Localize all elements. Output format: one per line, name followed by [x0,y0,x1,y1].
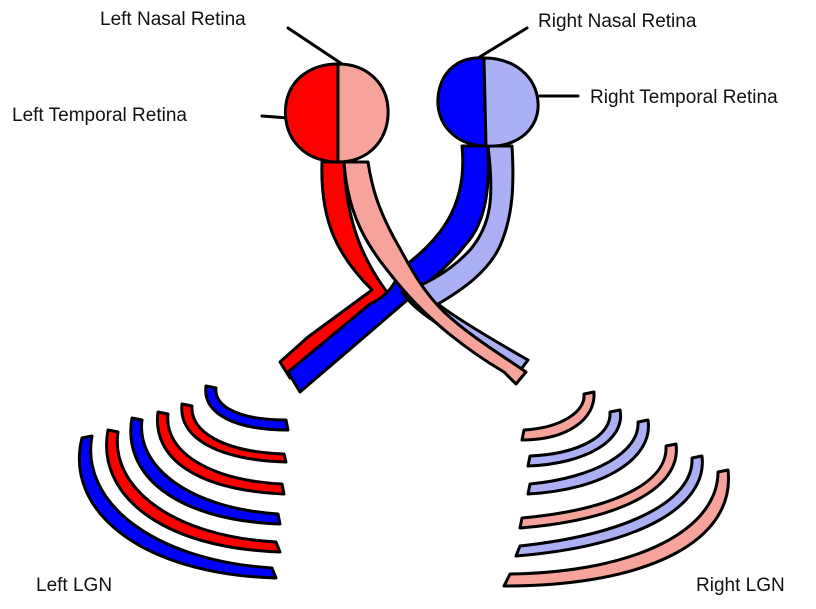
left-temporal-retina-half [285,64,338,162]
right-lgn [504,392,729,586]
right-lgn-layer-6 [522,392,594,440]
right-nasal-retina-label: Right Nasal Retina [538,12,696,31]
left-lgn-layer-6 [206,386,288,430]
left-nasal-leader-line [288,28,342,64]
left-lgn [79,386,288,578]
left-nasal-retina-half [338,64,388,162]
right-temporal-retina-half [484,58,538,146]
right-eye [438,58,538,146]
right-nasal-leader-line [478,28,527,58]
right-temporal-retina-label: Right Temporal Retina [590,88,778,107]
right-lgn-label: Right LGN [696,576,785,595]
left-temporal-retina-label: Left Temporal Retina [12,106,187,125]
left-nasal-retina-label: Left Nasal Retina [100,10,246,29]
right-nasal-retina-half [438,58,486,146]
left-eye [285,64,388,162]
left-lgn-label: Left LGN [36,576,112,595]
